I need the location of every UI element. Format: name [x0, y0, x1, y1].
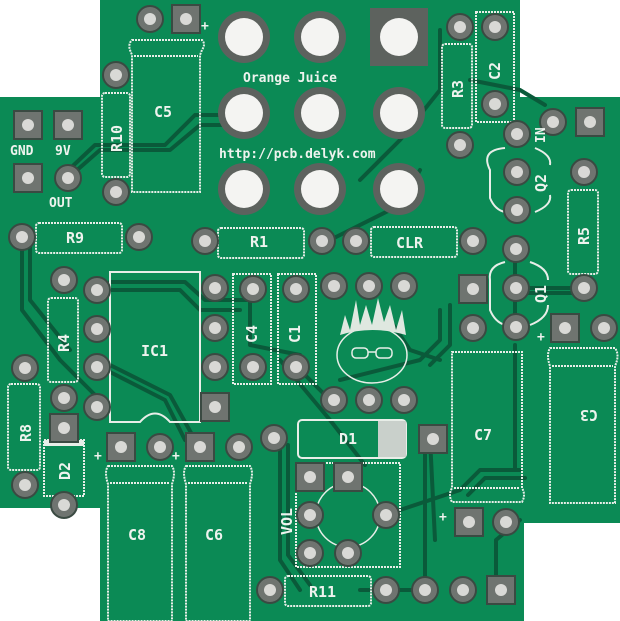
r8-label: R8	[17, 424, 35, 442]
r3-label: R3	[449, 80, 467, 98]
r10-footprint	[101, 92, 131, 178]
c2-footprint	[475, 11, 515, 123]
d2-footprint	[43, 413, 85, 519]
c3-label: C3	[580, 406, 598, 424]
power-header	[13, 110, 83, 193]
c6-footprint	[183, 432, 253, 621]
c2-label: C2	[486, 62, 504, 80]
pad-group-top	[102, 4, 509, 206]
r11-footprint	[256, 575, 516, 607]
r8-footprint	[7, 383, 41, 499]
q2-footprint	[486, 107, 605, 224]
out-label: OUT	[49, 196, 73, 211]
c3-footprint	[547, 313, 619, 504]
clr-label: CLR	[396, 234, 424, 252]
r1-footprint	[191, 227, 305, 259]
d1-footprint	[260, 419, 448, 459]
ic1-label: IC1	[141, 342, 168, 360]
d1-label: D1	[339, 430, 357, 448]
board-url: http://pcb.delyk.com	[219, 147, 376, 162]
r3-footprint	[441, 43, 473, 129]
c5-footprint	[128, 39, 205, 193]
r1-label: R1	[250, 233, 268, 251]
r4-label: R4	[55, 334, 73, 352]
vol-label: VOL	[278, 508, 296, 535]
q1-footprint	[488, 235, 598, 341]
q1-label: Q1	[532, 285, 550, 303]
c8-label: C8	[128, 526, 146, 544]
ic1-footprint	[50, 266, 230, 423]
clr-footprint	[308, 226, 487, 258]
c4-label: C4	[243, 325, 261, 343]
plus-mark-c6: +	[172, 449, 180, 464]
c8-footprint	[105, 432, 175, 621]
r9-label: R9	[66, 229, 84, 247]
c7-footprint	[449, 351, 525, 537]
c1-label: C1	[286, 325, 304, 343]
r5-label: R5	[575, 227, 593, 245]
c1-footprint	[277, 273, 317, 385]
face-logo	[336, 298, 408, 384]
c7-label: C7	[474, 426, 492, 444]
r11-label: R11	[309, 583, 336, 601]
r5-footprint	[567, 189, 599, 275]
plus-mark-c3: +	[537, 330, 545, 345]
r10-label: R10	[108, 125, 126, 152]
plus-mark-c7: +	[439, 510, 447, 525]
face-logo-pads	[320, 272, 488, 414]
c5-label: C5	[154, 103, 172, 121]
c4-footprint	[232, 273, 272, 385]
plus-mark-top: +	[201, 19, 209, 34]
c6-label: C6	[205, 526, 223, 544]
gnd-label: GND	[10, 144, 34, 159]
vol-footprint	[295, 462, 401, 568]
jack-holes	[218, 8, 428, 215]
9v-label: 9V	[55, 144, 71, 159]
board-title: Orange Juice	[243, 71, 337, 86]
in-label: IN	[534, 127, 549, 143]
r9-footprint	[8, 222, 153, 254]
d2-label: D2	[56, 462, 74, 480]
plus-mark-c8: +	[94, 449, 102, 464]
r4-footprint	[11, 297, 79, 412]
q2-label: Q2	[532, 174, 550, 192]
